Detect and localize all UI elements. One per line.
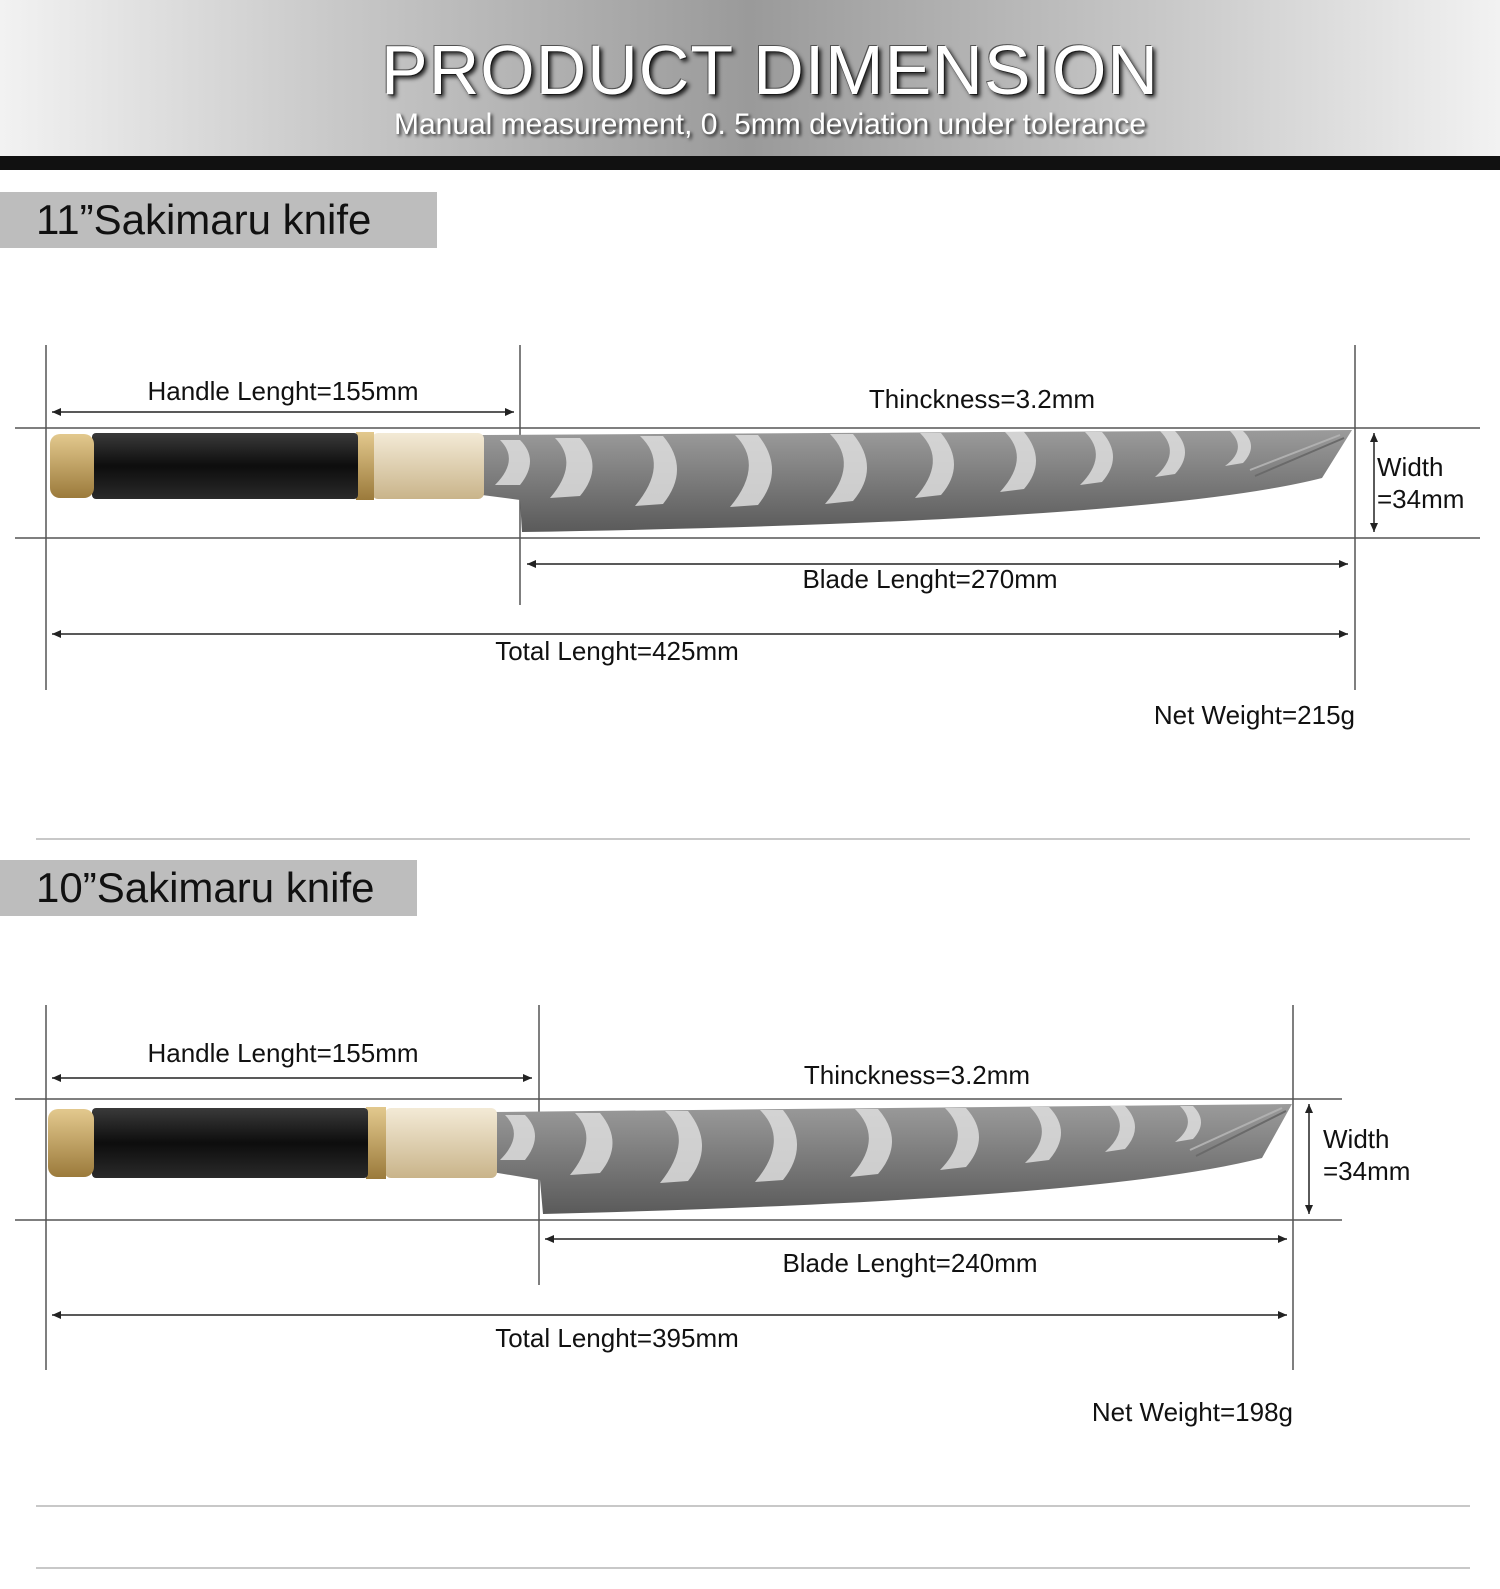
section-label-10-inch: 10”Sakimaru knife bbox=[0, 860, 417, 916]
handle-end-cap bbox=[50, 434, 94, 498]
handle-horn-ferrule bbox=[385, 1108, 497, 1178]
blade-length-label: Blade Lenght=270mm bbox=[802, 564, 1057, 594]
section-divider bbox=[36, 1505, 1470, 1507]
handle-end-cap bbox=[48, 1109, 94, 1177]
knife-illustration-11-inch bbox=[50, 430, 1352, 532]
width-label-line1: Width bbox=[1377, 452, 1443, 482]
handle-gold-spacer bbox=[356, 432, 374, 500]
handle-length-label: Handle Lenght=155mm bbox=[147, 376, 418, 406]
section-label-11-inch: 11”Sakimaru knife bbox=[0, 192, 437, 248]
page-title: PRODUCT DIMENSION bbox=[381, 31, 1159, 109]
width-label-line1: Width bbox=[1323, 1124, 1389, 1154]
blade-length-label: Blade Lenght=240mm bbox=[782, 1248, 1037, 1278]
width-label-line2: =34mm bbox=[1377, 484, 1464, 514]
thickness-label: Thinckness=3.2mm bbox=[869, 384, 1095, 414]
handle-dark-wood bbox=[92, 1108, 368, 1178]
handle-horn-ferrule bbox=[372, 433, 484, 499]
section-divider bbox=[36, 1567, 1470, 1569]
damascus-pattern bbox=[495, 431, 1251, 507]
net-weight-label: Net Weight=198g bbox=[1092, 1397, 1293, 1427]
damascus-pattern bbox=[500, 1106, 1201, 1183]
handle-length-label: Handle Lenght=155mm bbox=[147, 1038, 418, 1068]
knife-diagram-10-inch: Handle Lenght=155mm Thinckness=3.2mm Wid… bbox=[15, 1005, 1410, 1427]
blade bbox=[482, 430, 1352, 532]
header-divider-bar bbox=[0, 156, 1500, 170]
net-weight-label: Net Weight=215g bbox=[1154, 700, 1355, 730]
width-label-line2: =34mm bbox=[1323, 1156, 1410, 1186]
handle-dark-wood bbox=[92, 433, 358, 499]
thickness-label: Thinckness=3.2mm bbox=[804, 1060, 1030, 1090]
knife-illustration-10-inch bbox=[48, 1104, 1292, 1214]
page-subtitle: Manual measurement, 0. 5mm deviation und… bbox=[393, 108, 1147, 141]
section-divider bbox=[36, 838, 1470, 840]
header-banner bbox=[0, 0, 1500, 158]
blade bbox=[492, 1104, 1292, 1214]
handle-gold-spacer bbox=[366, 1107, 386, 1179]
total-length-label: Total Lenght=395mm bbox=[495, 1323, 739, 1353]
knife-diagram-11-inch: Handle Lenght=155mm Thinckness=3.2mm Wid… bbox=[15, 345, 1480, 730]
total-length-label: Total Lenght=425mm bbox=[495, 636, 739, 666]
